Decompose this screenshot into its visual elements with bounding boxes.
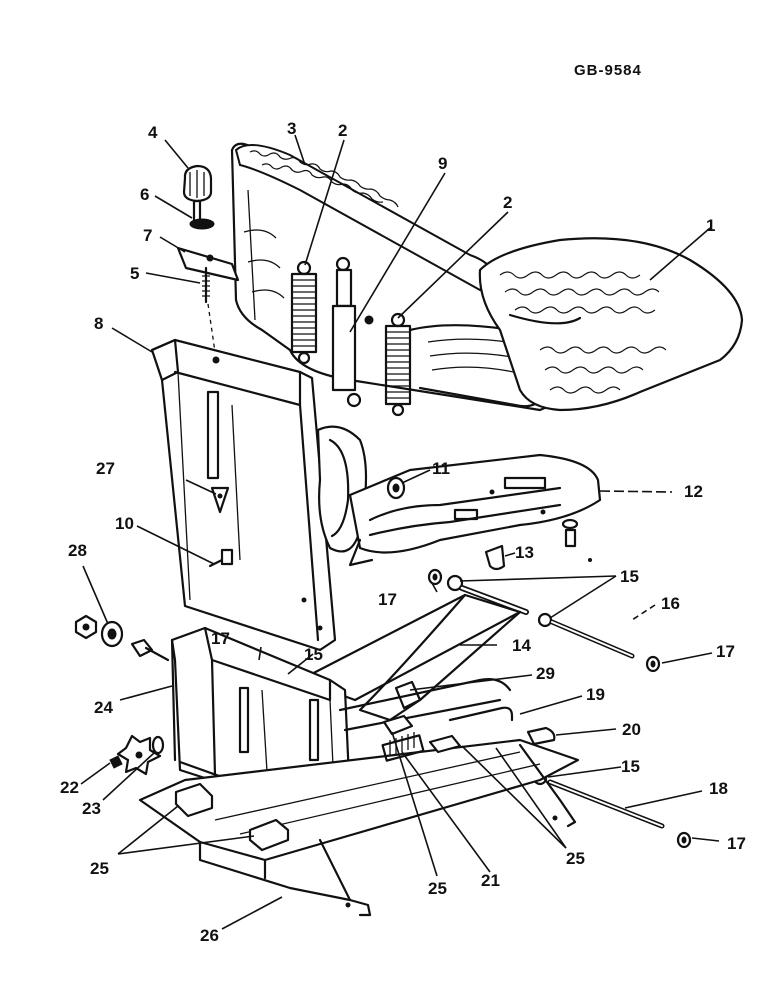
clamp-plate — [176, 246, 240, 282]
callout-8: 8 — [94, 314, 104, 333]
callout-17-upper: 17 — [378, 590, 397, 609]
star-knob — [116, 734, 162, 776]
nut-17d — [676, 831, 692, 849]
bush-15b — [537, 612, 553, 628]
knob-20 — [526, 726, 556, 746]
nut-17a — [427, 568, 443, 586]
screw-22 — [109, 755, 123, 769]
callout-14: 14 — [512, 636, 531, 655]
drawing-reference: GB-9584 — [574, 62, 642, 79]
callout-2-right-spring: 2 — [503, 193, 513, 212]
callout-21: 21 — [481, 871, 500, 890]
nut-17b — [645, 655, 661, 673]
callout-19: 19 — [586, 685, 605, 704]
callout-17-lower: 17 — [727, 834, 746, 853]
callout-24: 24 — [94, 698, 113, 717]
nut-28 — [74, 614, 98, 640]
callout-20: 20 — [622, 720, 641, 739]
callout-25-middle: 25 — [428, 879, 447, 898]
bolt-10 — [208, 548, 234, 568]
callout-26: 26 — [200, 926, 219, 945]
bush-28 — [100, 620, 124, 648]
slide-block-4 — [428, 734, 462, 754]
callout-18: 18 — [709, 779, 728, 798]
callout-17-left: 17 — [211, 629, 230, 648]
cushion-texture — [499, 271, 667, 394]
callout-11: 11 — [432, 459, 450, 478]
damper — [331, 256, 374, 408]
slide-block-3 — [382, 714, 414, 736]
callout-7: 7 — [143, 226, 153, 245]
callout-22: 22 — [60, 778, 79, 797]
callout-25-right: 25 — [566, 849, 585, 868]
slide-block-1 — [174, 782, 214, 818]
slide-block-2 — [248, 818, 290, 852]
washer-23 — [151, 735, 165, 755]
callout-28: 28 — [68, 541, 87, 560]
callout-27: 27 — [96, 459, 115, 478]
lever-19 — [448, 706, 514, 722]
bolt-28 — [130, 638, 170, 662]
callout-2-left-spring: 2 — [338, 121, 348, 140]
callout-13: 13 — [515, 543, 534, 562]
callout-4: 4 — [148, 123, 158, 142]
callout-16: 16 — [661, 594, 680, 613]
callout-5: 5 — [130, 264, 140, 283]
warning-triangle — [210, 486, 230, 514]
spring-right — [384, 312, 412, 417]
callout-3: 3 — [287, 119, 297, 138]
bush-11 — [386, 476, 406, 500]
callout-1: 1 — [706, 216, 716, 235]
washer — [189, 218, 215, 230]
adjusting-screw — [202, 266, 216, 353]
callout-15-lower: 15 — [621, 757, 640, 776]
stud — [561, 518, 592, 562]
callout-10: 10 — [115, 514, 134, 533]
callout-29: 29 — [536, 664, 555, 683]
callout-23: 23 — [82, 799, 101, 818]
bush-15a — [446, 574, 464, 592]
callout-15-left: 15 — [304, 645, 323, 664]
callout-17-right: 17 — [716, 642, 735, 661]
upper-housing — [150, 338, 337, 652]
backrest-texture — [249, 150, 399, 208]
callout-15-upper: 15 — [620, 567, 639, 586]
rubber-bumper — [484, 544, 506, 571]
spring-left — [290, 260, 318, 365]
adjustment-knob — [182, 164, 213, 223]
callout-12: 12 — [684, 482, 703, 501]
seat-shell — [230, 142, 744, 412]
callout-25-left: 25 — [90, 859, 109, 878]
callout-6: 6 — [140, 185, 150, 204]
leader-lines — [80, 134, 720, 930]
callout-9: 9 — [438, 154, 448, 173]
seat-frame — [316, 425, 602, 567]
